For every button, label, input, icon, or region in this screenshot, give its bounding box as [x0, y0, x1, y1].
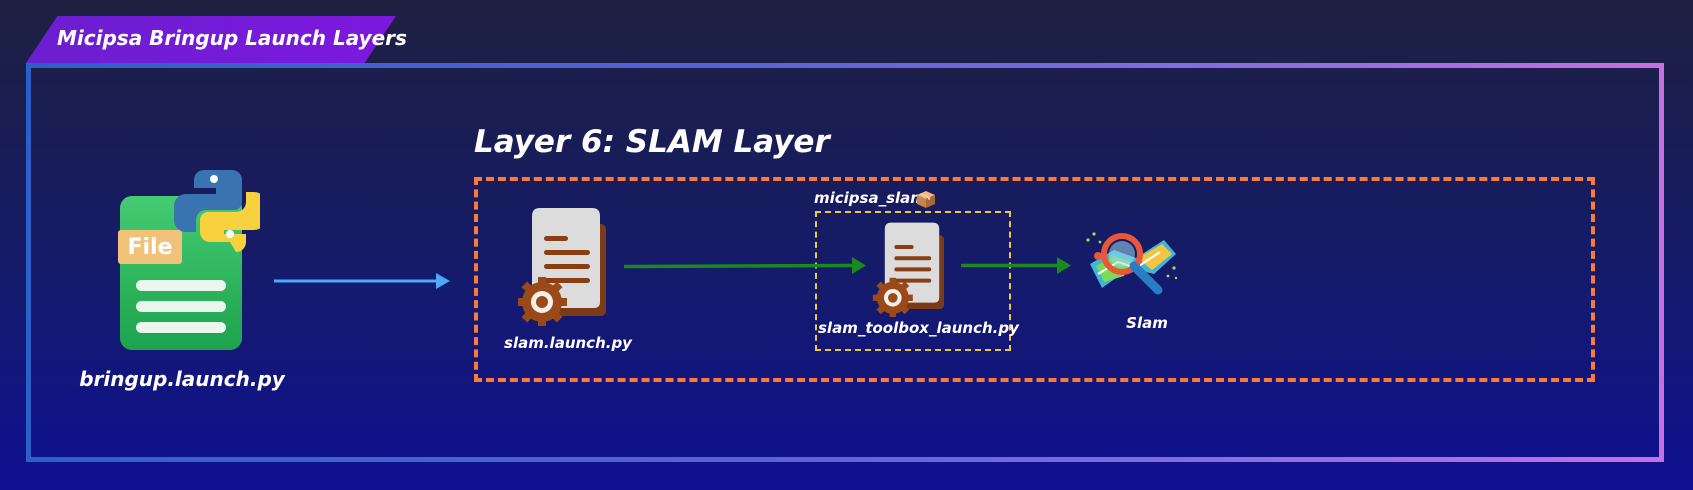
launch-file-gear-icon	[518, 208, 606, 326]
layer-container	[474, 177, 1595, 382]
flow-arrow	[623, 257, 866, 274]
slam-toolbox-launch-label: slam_toolbox_launch.py	[818, 319, 1019, 337]
outer-frame	[26, 63, 1664, 462]
map-magnifier-icon	[1086, 232, 1178, 295]
flow-arrow	[961, 257, 1071, 274]
layer-title: Layer 6: SLAM Layer	[474, 124, 830, 160]
python-file-icon: File	[118, 170, 260, 350]
bringup-label: bringup.launch.py	[79, 367, 285, 391]
page-title: Micipsa Bringup Launch Layers	[57, 26, 407, 50]
svg-text:File: File	[127, 235, 172, 260]
launch-file-gear-icon	[872, 222, 944, 317]
entry-arrow	[274, 273, 450, 289]
slam-label: Slam	[1126, 314, 1168, 332]
package-label: micipsa_slam	[814, 189, 926, 207]
slam-launch-label: slam.launch.py	[504, 334, 632, 352]
package-container	[815, 211, 1011, 351]
package-box-icon	[917, 191, 935, 208]
title-tab	[26, 16, 396, 63]
